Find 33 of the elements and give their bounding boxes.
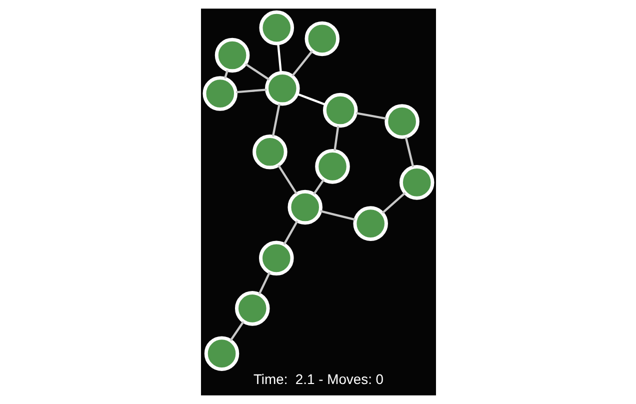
connector (276, 43, 282, 73)
connector (223, 70, 228, 79)
node-circle (258, 10, 294, 46)
connector (229, 321, 244, 342)
connector (355, 112, 386, 120)
connector (320, 210, 356, 221)
node-circle (287, 190, 322, 225)
connector (258, 272, 270, 295)
connector (333, 126, 339, 151)
node-circle (304, 21, 340, 56)
connector (312, 178, 324, 195)
connector (404, 136, 414, 168)
node-circle (384, 104, 419, 139)
node-circle (314, 149, 350, 184)
node-circle (258, 240, 294, 276)
connector (296, 92, 326, 106)
node-circle (252, 134, 287, 170)
node-circle (264, 70, 300, 106)
node-circle (322, 92, 358, 128)
caption: Time: 2.1 - Moves: 0 (252, 370, 384, 387)
connector (381, 192, 406, 214)
connector (282, 220, 298, 245)
node-circle (398, 165, 434, 200)
node-circle (234, 291, 270, 326)
node-circle (214, 38, 250, 73)
node-circle (204, 336, 239, 371)
connector (291, 50, 313, 77)
connector (235, 88, 266, 94)
node-circle (202, 76, 238, 111)
connector (271, 104, 280, 137)
connector (244, 63, 270, 81)
node-circle (352, 206, 388, 241)
connector (276, 164, 298, 194)
